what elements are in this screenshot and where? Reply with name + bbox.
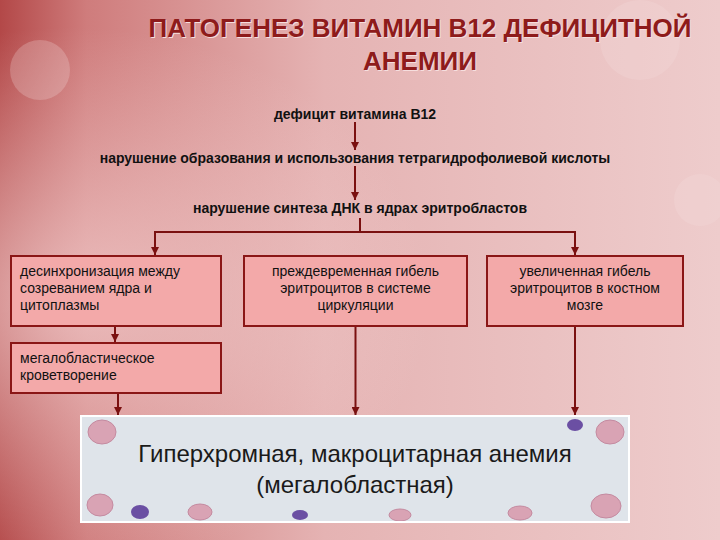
- arrow-connector: [117, 394, 119, 415]
- process-box: мегалобластическое кроветворение: [10, 342, 222, 394]
- result-box: Гиперхромная, макроцитарная анемия (мега…: [80, 415, 630, 523]
- text-node: нарушение синтеза ДНК в ядрах эритроблас…: [193, 200, 527, 216]
- arrow-connector: [354, 122, 356, 150]
- arrow-connector: [114, 327, 116, 342]
- node-text: увеличенная гибель эритроцитов в костном…: [496, 263, 674, 313]
- node-text: нарушение синтеза ДНК в ядрах эритроблас…: [193, 200, 527, 216]
- node-text: дефицит витамина В12: [274, 106, 436, 122]
- arrow-connector: [155, 218, 360, 255]
- node-text: десинхронизация между созреванием ядра и…: [20, 263, 212, 313]
- node-text: нарушение образования и использования те…: [100, 150, 611, 166]
- arrow-connector: [355, 327, 357, 415]
- node-text: Гиперхромная, макроцитарная анемия (мега…: [96, 438, 614, 500]
- arrow-connector: [360, 218, 575, 255]
- faint-cells: [10, 0, 720, 226]
- process-box: преждевременная гибель эритроцитов в сис…: [243, 255, 468, 327]
- arrow-connector: [354, 166, 356, 200]
- arrow-connector: [574, 327, 576, 415]
- process-box: увеличенная гибель эритроцитов в костном…: [486, 255, 684, 327]
- node-text: мегалобластическое кроветворение: [20, 350, 212, 384]
- process-box: десинхронизация между созреванием ядра и…: [10, 255, 222, 327]
- title: ПАТОГЕНЕЗ ВИТАМИН В12 ДЕФИЦИТНОЙ АНЕМИИ: [140, 12, 700, 79]
- text-node: нарушение образования и использования те…: [100, 150, 611, 166]
- node-text: преждевременная гибель эритроцитов в сис…: [253, 263, 458, 313]
- text-node: дефицит витамина В12: [274, 106, 436, 122]
- blood-smear-image: [80, 415, 630, 523]
